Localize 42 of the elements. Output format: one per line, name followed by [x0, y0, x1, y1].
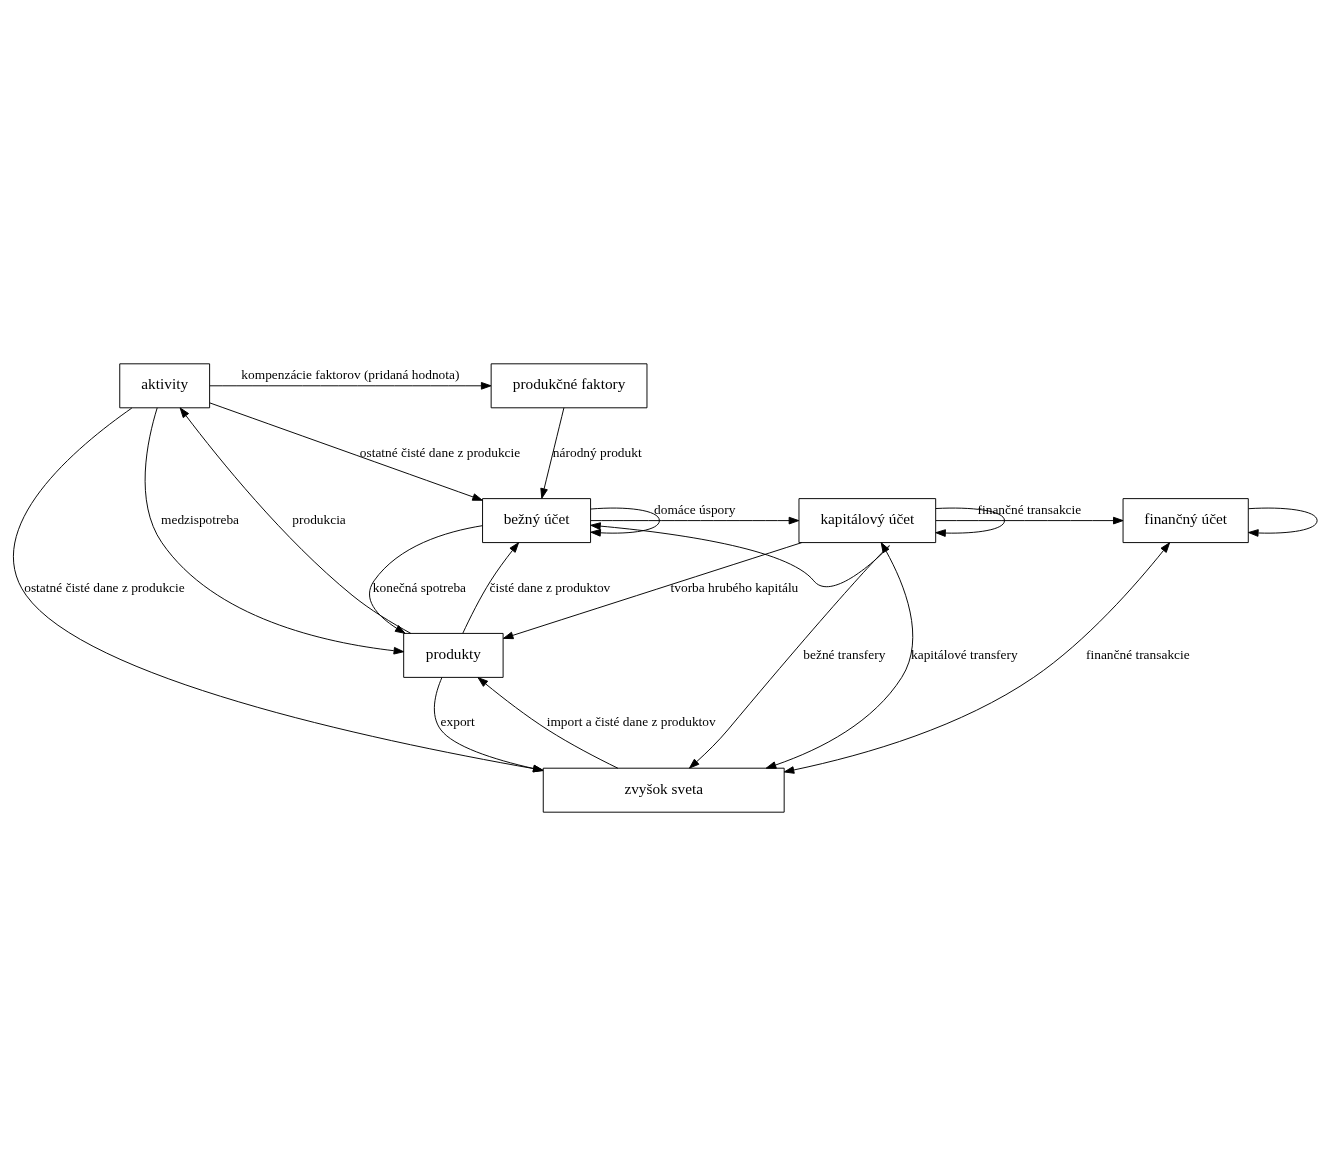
edge-label: čisté dane z produktov: [489, 579, 611, 595]
node-box: bežný účet: [482, 497, 592, 543]
edge-label: medzispotreba: [161, 511, 240, 527]
arrow: [433, 676, 544, 772]
edge-label: kapitálové transfery: [911, 646, 1018, 662]
arrow: [935, 516, 1124, 524]
arrow: [209, 381, 492, 390]
edge-label: ostatné čisté dane z produkcie: [24, 579, 185, 595]
node-box: zvyšok sveta: [542, 767, 785, 813]
arrow: [209, 401, 483, 501]
arrow: [590, 507, 660, 537]
edge-label: export: [440, 713, 475, 729]
arrow: [477, 676, 619, 769]
edge-label: kompenzácie faktorov (pridaná hodnota): [241, 366, 460, 382]
edge-label: bežné transfery: [803, 646, 886, 662]
arrow: [783, 541, 1171, 774]
node-box: produkty: [403, 632, 504, 678]
arrow: [935, 507, 1005, 537]
arrow: [13, 407, 544, 772]
arrow: [179, 406, 412, 634]
arrow: [462, 541, 519, 634]
arrow: [540, 406, 565, 499]
arrow: [765, 541, 914, 769]
arrow: [502, 541, 803, 639]
node-box: finančný účet: [1122, 497, 1249, 543]
arrow: [590, 521, 890, 769]
arrow: [369, 524, 483, 634]
node-box: kapitálový účet: [798, 497, 937, 543]
edge-label: import a čisté dane z produktov: [546, 713, 716, 729]
edge-label: tvorba hrubého kapitálu: [670, 579, 799, 595]
edge-label: národný produkt: [552, 444, 642, 460]
edge-label: finančné transakcie: [977, 501, 1082, 517]
edge-label: konečná spotreba: [372, 579, 467, 595]
edge-label: domáce úspory: [654, 501, 736, 517]
arrow: [1248, 507, 1318, 537]
arrow: [144, 406, 405, 655]
node-box: aktivity: [119, 362, 211, 408]
edge-label: produkcia: [292, 511, 346, 527]
edge-label: ostatné čisté dane z produkcie: [359, 444, 521, 460]
edge-label: finančné transakcie: [1086, 646, 1190, 662]
arrow: [590, 516, 800, 524]
node-box: produkčné faktory: [490, 362, 648, 408]
